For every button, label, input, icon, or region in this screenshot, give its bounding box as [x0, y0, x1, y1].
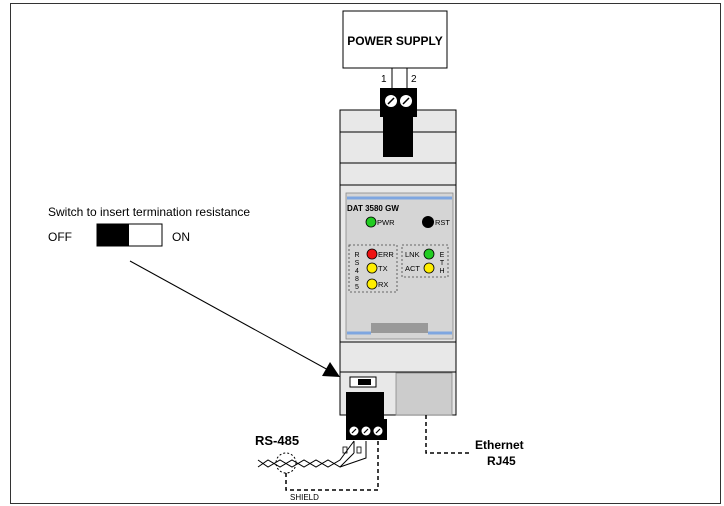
err-led: [366, 248, 378, 260]
eth-vertical-label: E T H: [439, 252, 444, 275]
svg-text:E: E: [440, 252, 445, 259]
ethernet-cable: [425, 415, 469, 454]
power-supply-label: POWER SUPPLY: [347, 34, 443, 48]
reset-button[interactable]: [422, 216, 434, 228]
pin-2-label: 2: [411, 74, 417, 85]
rx-led: [366, 278, 378, 290]
shield-wire: [285, 441, 379, 491]
power-supply: POWER SUPPLY: [342, 10, 448, 69]
rj45-port[interactable]: [395, 372, 453, 416]
svg-text:T: T: [440, 260, 445, 267]
front-panel: [345, 192, 454, 340]
ethernet-label: Ethernet: [475, 438, 524, 452]
bottom-terminal-block: [346, 392, 387, 440]
svg-text:S: S: [355, 260, 360, 267]
top-terminal-block: [380, 88, 417, 157]
eth-led-group: [401, 244, 449, 278]
svg-text:5: 5: [355, 284, 359, 291]
terminal-markers: [342, 446, 362, 454]
switch-on-label: ON: [172, 230, 190, 244]
rs485-led-group: [348, 244, 398, 293]
switch-off-label: OFF: [48, 230, 72, 244]
lnk-led: [423, 248, 435, 260]
switch-illustration: [96, 223, 163, 247]
act-led: [423, 262, 435, 274]
tx-label: TX: [378, 264, 388, 273]
pin-1-label: 1: [381, 74, 387, 85]
power-wires: [391, 68, 408, 90]
rst-label: RST: [435, 218, 450, 227]
switch-caption: Switch to insert termination resistance: [48, 205, 250, 219]
rx-label: RX: [378, 280, 388, 289]
tx-led: [366, 262, 378, 274]
rs485-twisted-pair: [257, 440, 367, 474]
rs485-vertical-label: R S 4 8 5: [354, 252, 359, 291]
shield-label: SHIELD: [290, 493, 319, 502]
device-model-label: DAT 3580 GW: [347, 204, 399, 213]
svg-text:8: 8: [355, 276, 359, 283]
termination-dip-switch[interactable]: [349, 376, 377, 388]
err-label: ERR: [378, 250, 394, 259]
rj45-label: RJ45: [487, 454, 516, 468]
pwr-led: [365, 216, 377, 228]
pointer-arrow: [129, 260, 340, 377]
svg-text:H: H: [439, 268, 444, 275]
lnk-label: LNK: [405, 250, 420, 259]
svg-text:R: R: [354, 252, 359, 259]
pwr-label: PWR: [377, 218, 395, 227]
rs485-label: RS-485: [255, 433, 299, 448]
act-label: ACT: [405, 264, 420, 273]
svg-text:4: 4: [355, 268, 359, 275]
